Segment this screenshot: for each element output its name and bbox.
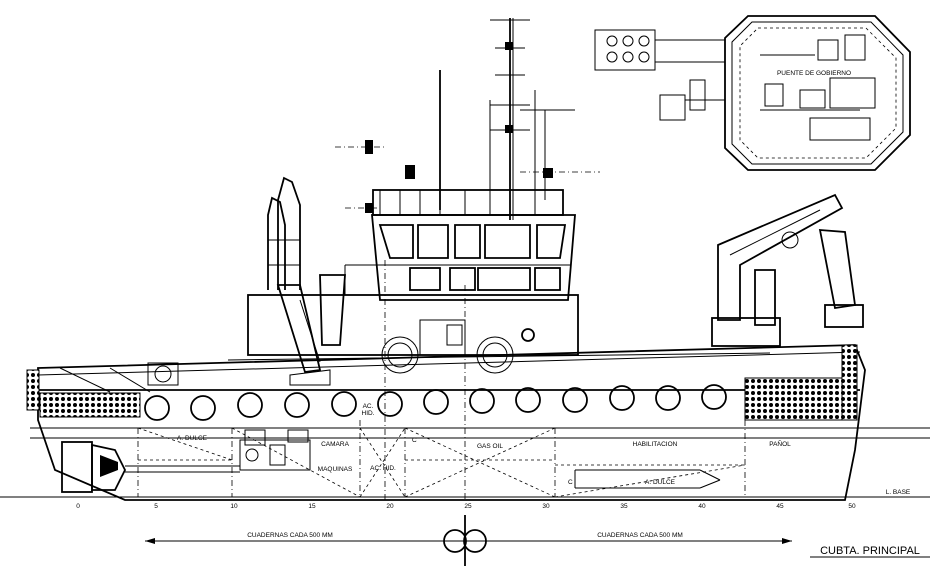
frame-spacing-label-fwd: CUADERNAS CADA 500 MM bbox=[597, 532, 683, 539]
wheelhouse bbox=[371, 189, 576, 301]
frame-tick: 0 bbox=[76, 503, 80, 510]
frame-spacing-label-aft: CUADERNAS CADA 500 MM bbox=[247, 532, 333, 539]
fender bbox=[655, 385, 681, 411]
fender bbox=[144, 395, 170, 421]
forward-crane bbox=[711, 193, 864, 347]
aft-crane bbox=[276, 274, 346, 386]
label-ac-hid-upper: AC.HID. bbox=[362, 403, 375, 417]
frame-tick: 25 bbox=[464, 503, 472, 510]
frame-tick: 15 bbox=[308, 503, 316, 510]
bridge-label: PUENTE DE GOBIERNO bbox=[777, 70, 851, 77]
fender bbox=[237, 392, 263, 418]
bridge-plan-view: PUENTE DE GOBIERNO bbox=[594, 15, 911, 171]
label-gas-oil: GAS OIL bbox=[477, 443, 503, 450]
fender bbox=[190, 395, 216, 421]
frame-tick: 50 bbox=[848, 503, 856, 510]
frame-tick: 5 bbox=[154, 503, 158, 510]
label-c-fwd: C bbox=[568, 479, 573, 486]
frame-tick: 10 bbox=[230, 503, 238, 510]
fender-row bbox=[144, 384, 727, 421]
frame-tick: 40 bbox=[698, 503, 706, 510]
propulsion bbox=[61, 429, 311, 493]
frame-tick: 45 bbox=[776, 503, 784, 510]
fender bbox=[701, 384, 727, 410]
frame-scale: 0 5 10 15 20 25 30 35 40 45 50 bbox=[76, 503, 856, 510]
frame-tick: 30 bbox=[542, 503, 550, 510]
fender bbox=[423, 389, 449, 415]
frame-tick: 20 bbox=[386, 503, 394, 510]
compartment-labels: A. DULCE CAMARA MAQUINAS AC.HID. AC. HID… bbox=[177, 403, 911, 496]
label-a-dulce-aft: A. DULCE bbox=[177, 435, 208, 442]
label-a-dulce-fwd: A. DULCE bbox=[645, 479, 676, 486]
compartments bbox=[137, 420, 746, 498]
fender bbox=[331, 391, 357, 417]
fender bbox=[515, 387, 541, 413]
label-ac-hid-lower: AC. HID. bbox=[370, 465, 396, 472]
midship-symbol bbox=[440, 515, 490, 566]
fender bbox=[609, 385, 635, 411]
fender bbox=[377, 391, 403, 417]
deckhouse bbox=[247, 260, 579, 500]
label-c-aft: C bbox=[412, 437, 417, 444]
hull bbox=[0, 344, 930, 501]
frame-spacing-dimension: CUADERNAS CADA 500 MM CUADERNAS CADA 500… bbox=[145, 515, 792, 566]
fender bbox=[284, 392, 310, 418]
frame-tick: 35 bbox=[620, 503, 628, 510]
label-camara: CAMARA bbox=[321, 441, 349, 448]
fender bbox=[562, 387, 588, 413]
label-l-base: L. BASE bbox=[886, 489, 911, 496]
drawing-title: CUBTA. PRINCIPAL bbox=[820, 545, 920, 557]
label-panol: PAÑOL bbox=[769, 439, 791, 448]
exhaust-stacks bbox=[267, 176, 301, 290]
label-habilitacion: HABILITACION bbox=[633, 441, 678, 448]
fender bbox=[469, 388, 495, 414]
label-maquinas: MAQUINAS bbox=[318, 466, 353, 473]
